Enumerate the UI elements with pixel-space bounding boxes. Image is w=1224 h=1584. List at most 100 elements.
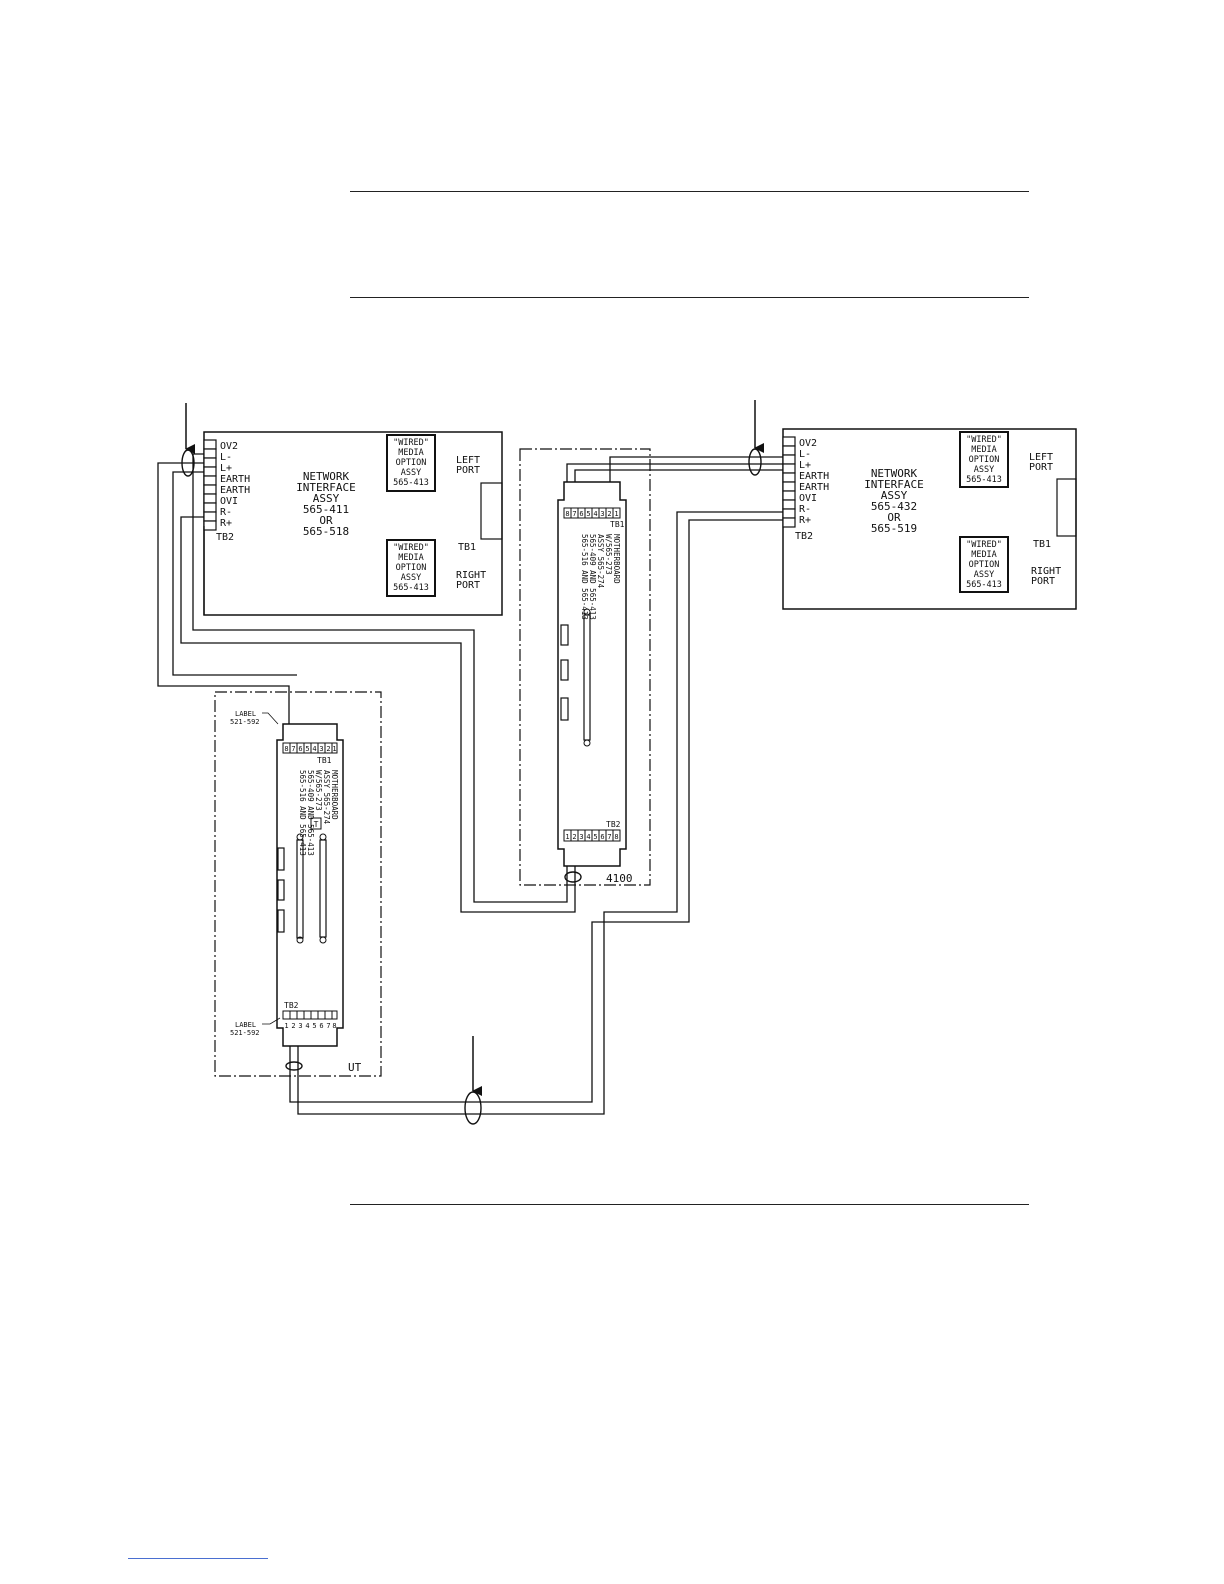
left-terminal-earth-1: EARTH — [220, 474, 250, 485]
left-tb2-label: TB2 — [216, 532, 234, 543]
right-terminal-r-plus: R+ — [799, 515, 811, 526]
svg-text:565-516 AND 565-413: 565-516 AND 565-413 — [580, 534, 589, 620]
svg-text:565-409 AND 565-413: 565-409 AND 565-413 — [306, 770, 315, 856]
svg-text:3: 3 — [298, 1022, 302, 1030]
panel-4100-tb2-label: TB2 — [606, 820, 621, 829]
svg-text:1: 1 — [565, 833, 569, 841]
wiring — [157, 453, 783, 1115]
svg-text:W/565-273: W/565-273 — [314, 770, 323, 811]
left-terminal-r-minus: R- — [220, 507, 232, 518]
right-terminal-l-plus: L+ — [799, 460, 811, 471]
svg-text:ASSY: ASSY — [974, 570, 994, 580]
panel-ut-tb2-label: TB2 — [284, 1001, 299, 1010]
top-rule-1 — [350, 191, 1029, 192]
svg-text:6: 6 — [319, 1022, 323, 1030]
left-left-port-2: PORT — [456, 465, 480, 476]
left-nia-title-1: NETWORK — [303, 470, 350, 483]
svg-text:8: 8 — [614, 833, 618, 841]
right-nia-title-6: 565-519 — [871, 522, 917, 535]
clamp-right-nia — [748, 448, 762, 476]
ut-t-box: T — [314, 820, 319, 829]
right-terminal-l-minus: L- — [799, 449, 811, 460]
panel-ut: UT LABEL 521-592 LABEL 521-592 8 7 6 5 4… — [214, 691, 382, 1077]
svg-text:3: 3 — [600, 510, 604, 518]
right-terminal-r-minus: R- — [799, 504, 811, 515]
svg-text:MOTHERBOARD: MOTHERBOARD — [330, 770, 339, 820]
svg-text:6: 6 — [600, 833, 604, 841]
right-tb1-label: TB1 — [1033, 539, 1051, 550]
bottom-rule — [350, 1204, 1029, 1205]
svg-text:OPTION: OPTION — [396, 458, 427, 468]
svg-text:1: 1 — [332, 745, 336, 753]
right-nia-title-1: NETWORK — [871, 467, 918, 480]
right-terminal-ov2: OV2 — [799, 438, 817, 449]
svg-text:565-413: 565-413 — [393, 583, 429, 593]
ut-label-bottom-2: 521-592 — [230, 1029, 260, 1037]
svg-text:5: 5 — [593, 833, 597, 841]
svg-text:MOTHERBOARD: MOTHERBOARD — [612, 534, 621, 584]
left-left-port-1: LEFT — [456, 455, 480, 466]
left-terminal-ov1: OVI — [220, 496, 238, 507]
svg-text:MEDIA: MEDIA — [398, 553, 424, 563]
top-rule-2 — [350, 297, 1029, 298]
svg-text:ASSY: ASSY — [401, 573, 421, 583]
svg-text:4: 4 — [312, 745, 316, 753]
svg-text:6: 6 — [298, 745, 302, 753]
right-tb2-label: TB2 — [795, 531, 813, 542]
svg-text:MEDIA: MEDIA — [398, 448, 424, 458]
svg-text:"WIRED": "WIRED" — [393, 543, 429, 553]
panel-4100-tb1-label: TB1 — [610, 520, 625, 529]
svg-text:3: 3 — [579, 833, 583, 841]
svg-text:6: 6 — [579, 510, 583, 518]
right-left-port-2: PORT — [1029, 462, 1053, 473]
svg-text:4: 4 — [305, 1022, 309, 1030]
svg-text:W/565-273: W/565-273 — [604, 534, 613, 575]
svg-text:5: 5 — [586, 510, 590, 518]
right-nia-title-4: 565-432 — [871, 500, 917, 513]
svg-text:7: 7 — [572, 510, 576, 518]
svg-text:2: 2 — [326, 745, 330, 753]
clamp-4100-tb2 — [564, 871, 582, 883]
left-nia-title-4: 565-411 — [303, 503, 349, 516]
left-terminal-r-plus: R+ — [220, 518, 232, 529]
ut-label-top-1: LABEL — [235, 710, 256, 718]
right-nia-title-5: OR — [887, 511, 901, 524]
left-terminal-ov2: OV2 — [220, 441, 238, 452]
svg-text:OPTION: OPTION — [969, 560, 1000, 570]
left-nia-title-2: INTERFACE — [296, 481, 356, 494]
svg-text:1: 1 — [614, 510, 618, 518]
svg-text:8: 8 — [284, 745, 288, 753]
right-wired-media-bottom: "WIRED" MEDIA OPTION ASSY 565-413 — [959, 536, 1009, 593]
left-nia-title-3: ASSY — [313, 492, 340, 505]
ut-label-top-2: 521-592 — [230, 718, 260, 726]
svg-text:1: 1 — [284, 1022, 288, 1030]
footer-link-rule — [128, 1558, 268, 1559]
clamp-ut-tb2 — [285, 1061, 303, 1071]
left-tb1-label: TB1 — [458, 542, 476, 553]
panel-4100-label: 4100 — [606, 872, 633, 885]
right-terminal-ov1: OVI — [799, 493, 817, 504]
svg-text:4: 4 — [593, 510, 597, 518]
left-terminal-l-minus: L- — [220, 452, 232, 463]
svg-text:ASSY: ASSY — [401, 468, 421, 478]
left-nia-title-5: OR — [319, 514, 333, 527]
panel-ut-tb1-label: TB1 — [317, 756, 332, 765]
left-terminal-earth-2: EARTH — [220, 485, 250, 496]
svg-text:565-413: 565-413 — [393, 478, 429, 488]
svg-text:MEDIA: MEDIA — [971, 445, 997, 455]
svg-text:MEDIA: MEDIA — [971, 550, 997, 560]
pointer-arrows — [185, 400, 764, 1096]
svg-text:7: 7 — [291, 745, 295, 753]
left-right-port-2: PORT — [456, 580, 480, 591]
left-terminal-l-plus: L+ — [220, 463, 232, 474]
left-nia-title-6: 565-518 — [303, 525, 349, 538]
clamp-bottom-loop — [464, 1091, 482, 1125]
right-network-interface-assy: OV2 L- L+ EARTH EARTH OVI R- R+ TB2 NETW… — [782, 428, 1077, 610]
svg-text:565-409 AND 565-413: 565-409 AND 565-413 — [588, 534, 597, 620]
right-nia-title-3: ASSY — [881, 489, 908, 502]
svg-text:ASSY 565-274: ASSY 565-274 — [596, 534, 605, 589]
svg-text:7: 7 — [607, 833, 611, 841]
panel-4100: 4100 8 7 6 5 4 3 2 1 TB1 MOTHERBOARD W/5… — [519, 448, 651, 886]
left-wired-media-top: "WIRED" MEDIA OPTION ASSY 565-413 — [386, 434, 436, 492]
